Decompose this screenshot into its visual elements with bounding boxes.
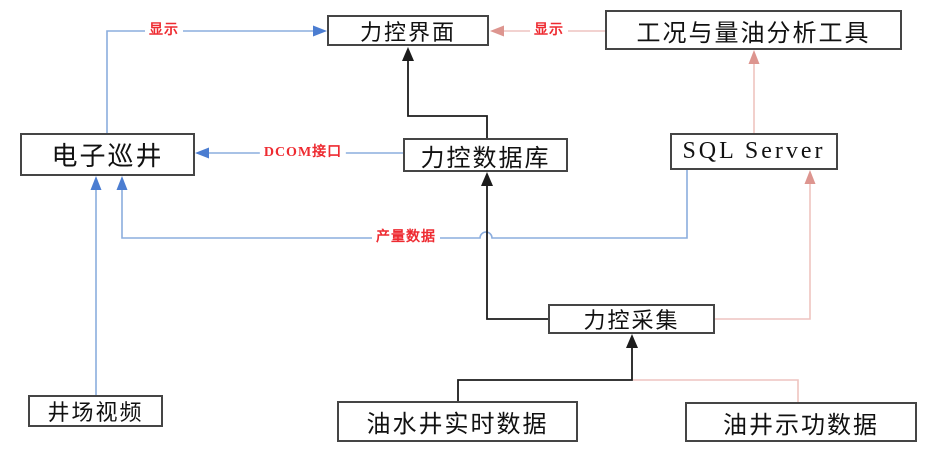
- node-label: SQL Server: [682, 138, 826, 164]
- node-label: 力控采集: [583, 308, 680, 333]
- node-label: 力控界面: [359, 19, 456, 45]
- arrowhead-into-shujuku-bottom: [481, 172, 493, 186]
- edge-caiji-to-sqlserver: [715, 184, 811, 320]
- arrowhead-into-gongkuang-bottom: [748, 50, 760, 64]
- node-label: 力控数据库: [420, 145, 551, 172]
- arrowhead-into-sqlserver-bottom: [804, 170, 816, 184]
- node-youshuijing-realtime-data: 油水井实时数据: [337, 401, 578, 442]
- arrowhead-into-jiemian-bottom: [402, 47, 414, 61]
- node-likong-jiemian: 力控界面: [327, 15, 489, 46]
- edge-sqlserver-to-dianzi: [121, 170, 688, 239]
- node-jingchang-video: 井场视频: [28, 395, 163, 427]
- node-gongkuang-analysis-tool: 工况与量油分析工具: [605, 10, 902, 50]
- edge-dianzi-to-jiemian: [106, 30, 314, 133]
- edge-youjing-to-caiji: [633, 379, 799, 402]
- arrowhead-into-jiemian-left: [313, 25, 327, 37]
- arrowhead-into-dianzi-bottom-left: [90, 176, 102, 190]
- node-label: 油水井实时数据: [366, 412, 549, 438]
- node-likong-database: 力控数据库: [403, 138, 568, 172]
- node-likong-caiji: 力控采集: [548, 304, 715, 334]
- edge-label-dcom-interface: DCOM接口: [259, 145, 347, 161]
- node-youjing-shigong-data: 油井示功数据: [685, 402, 917, 442]
- edge-caiji-to-shujuku: [486, 186, 548, 320]
- arrowhead-into-dianzi-right: [195, 147, 209, 159]
- node-label: 工况与量油分析工具: [636, 20, 871, 47]
- node-dianzi-xunjing: 电子巡井: [20, 133, 195, 176]
- edge-shujuku-to-jiemian: [407, 60, 488, 138]
- node-sql-server: SQL Server: [670, 133, 838, 170]
- edge-label-xianshi-right: 显示: [530, 23, 568, 39]
- edge-label-chanliang-data: 产量数据: [372, 230, 440, 246]
- arrowhead-into-dianzi-bottom-right: [116, 176, 128, 190]
- arrowhead-into-jiemian-right: [490, 25, 504, 37]
- edge-label-xianshi-left: 显示: [145, 23, 183, 39]
- edge-youshuijing-to-caiji: [457, 348, 633, 401]
- node-label: 油井示功数据: [723, 412, 879, 439]
- arrowhead-into-caiji-bottom: [626, 334, 638, 348]
- node-label: 井场视频: [47, 400, 144, 425]
- node-label: 电子巡井: [51, 142, 164, 171]
